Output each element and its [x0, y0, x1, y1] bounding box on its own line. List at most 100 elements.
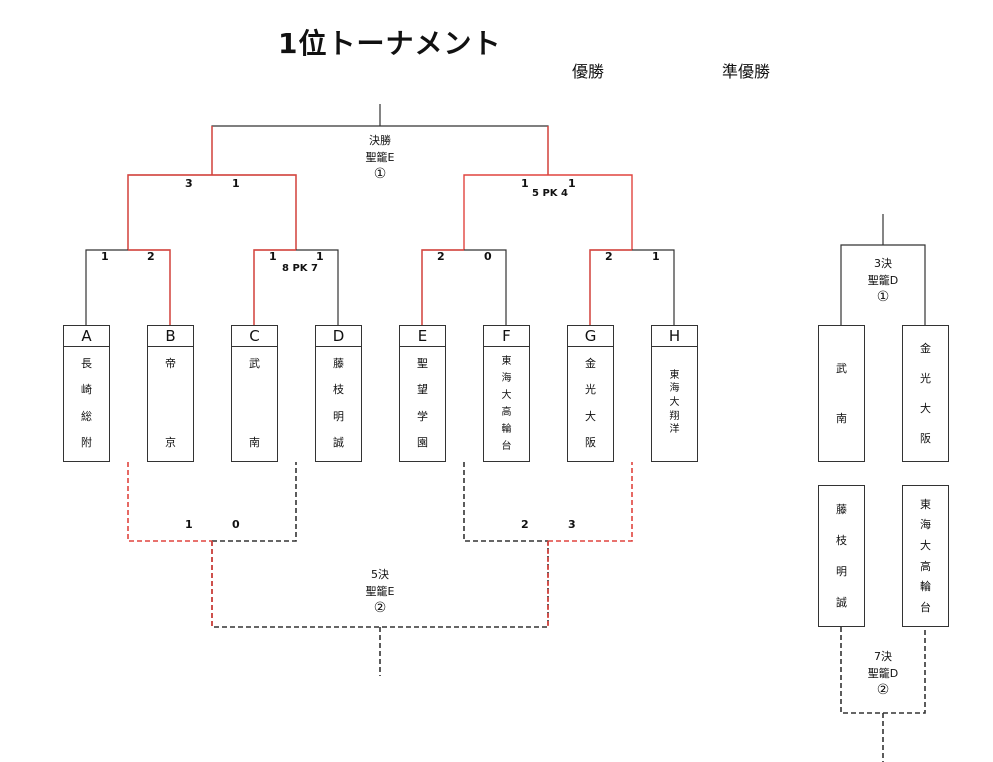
pk-score-sf: 5 PK 4	[532, 188, 568, 199]
team-name: 東海大翔洋	[652, 347, 697, 461]
line	[589, 249, 632, 325]
team-name-char: 輪	[501, 423, 512, 435]
line	[463, 462, 548, 542]
team-name-char: 聖	[417, 357, 428, 370]
third-team-1: 武南	[818, 325, 865, 462]
team-name-char: 翔	[669, 410, 680, 422]
line	[421, 249, 464, 325]
line	[253, 249, 339, 325]
line	[840, 244, 926, 325]
team-name-char: 東	[669, 369, 680, 381]
team-letter: D	[316, 326, 361, 347]
pk-score-cd: 8 PK 7	[282, 263, 318, 274]
score-cons-right-1: 2	[521, 518, 529, 531]
line	[421, 249, 507, 325]
team-name-char: 東	[920, 497, 931, 511]
team-name: 東海大高輪台	[484, 347, 529, 461]
team-name-char: 阪	[585, 435, 596, 449]
venue-label: 3決	[874, 257, 892, 270]
team-name-char: 南	[249, 436, 260, 449]
team-name-char: 藤	[333, 357, 344, 370]
score-e: 2	[437, 250, 445, 263]
score-cons-right-2: 3	[568, 518, 576, 531]
team-letter: F	[484, 326, 529, 347]
team-name-char: 台	[920, 601, 931, 615]
team-name-char: 園	[417, 435, 428, 449]
team-name-char: 崎	[81, 383, 92, 397]
team-name-char: 高	[501, 406, 512, 418]
team-name: 武南	[232, 347, 277, 461]
team-name-char: 武	[836, 362, 847, 376]
line	[85, 249, 171, 325]
venue-number: ①	[373, 166, 387, 182]
team-name-char: 明	[333, 409, 344, 423]
winner-label: 優勝	[572, 62, 605, 81]
venue-third: 3決 聖籠D ①	[853, 255, 913, 306]
team-name-char: 洋	[669, 424, 680, 436]
team-letter: B	[148, 326, 193, 347]
venue-label: 決勝	[369, 134, 391, 147]
seventh-team-2: 東海大高輪台	[902, 485, 949, 627]
venue-seventh: 7決 聖籠D ②	[853, 648, 913, 699]
team-name-char: 大	[501, 389, 512, 401]
score-c: 1	[269, 250, 277, 263]
score-d: 1	[316, 250, 324, 263]
team-name-char: 阪	[920, 431, 931, 445]
line	[589, 249, 675, 325]
line	[253, 249, 296, 325]
team-name-char: 誠	[333, 435, 344, 449]
team-name-char: 海	[669, 383, 680, 395]
team-name: 長崎総附	[64, 347, 109, 461]
line	[212, 174, 297, 250]
page-title: 1位トーナメント	[278, 27, 502, 60]
team-name: 聖望学園	[400, 347, 445, 461]
venue-place: 聖籠E	[365, 151, 395, 164]
team-name-char: 枝	[333, 383, 344, 397]
team-name: 金光大阪	[568, 347, 613, 461]
team-name-char: 金	[920, 342, 931, 356]
team-name-char: 明	[836, 565, 847, 578]
team-name-char: 武	[249, 357, 260, 370]
score-cons-left-1: 1	[185, 518, 193, 531]
line	[128, 249, 171, 325]
team-name-char: 光	[585, 383, 596, 397]
team-name-char: 東	[501, 355, 512, 367]
score-h: 1	[652, 250, 660, 263]
score-cons-left-2: 0	[232, 518, 240, 531]
team-name-char: 京	[165, 436, 176, 449]
team-name-char: 海	[920, 518, 931, 532]
venue-place: 聖籠D	[867, 274, 899, 287]
line	[548, 462, 633, 542]
team-name-char: 望	[417, 383, 428, 397]
team-name-char: 南	[836, 411, 847, 425]
score-a: 1	[101, 250, 109, 263]
score-g: 2	[605, 250, 613, 263]
team-letter: A	[64, 326, 109, 347]
line	[127, 462, 212, 542]
team-name-char: 帝	[165, 357, 176, 370]
team-name-char: 附	[81, 435, 92, 449]
venue-final: 決勝 聖籠E ①	[350, 132, 410, 183]
line	[463, 174, 633, 250]
venue-place: 聖籠D	[867, 667, 899, 680]
team-name-char: 枝	[836, 534, 847, 547]
team-name-char: 学	[417, 409, 428, 423]
line	[127, 174, 212, 250]
team-name-char: 誠	[836, 596, 847, 609]
team-name-char: 大	[669, 396, 680, 408]
team-name-char: 大	[585, 409, 596, 423]
score-b: 2	[147, 250, 155, 263]
team-name-char: 金	[585, 357, 596, 370]
third-team-2: 金光大阪	[902, 325, 949, 462]
venue-place: 聖籠E	[365, 585, 395, 598]
team-name-char: 総	[81, 409, 92, 423]
score-sf-right-1: 1	[521, 177, 529, 190]
team-name-char: 高	[920, 559, 931, 573]
